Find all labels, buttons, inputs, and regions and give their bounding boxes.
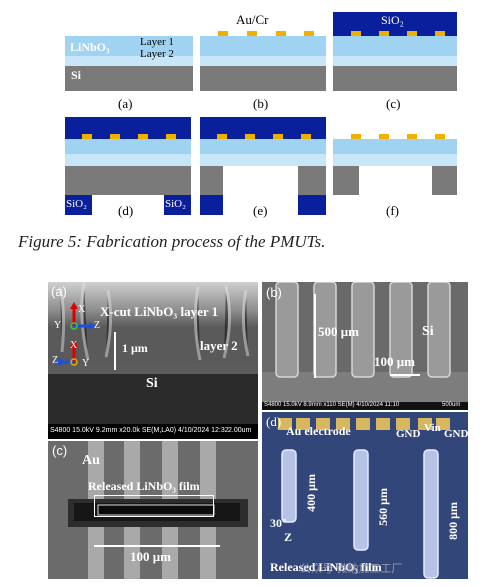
si-substrate <box>65 66 193 91</box>
step-label-d: (d) <box>118 203 134 218</box>
sem-c-film: Released LiNbO₃ film <box>88 479 200 493</box>
sem-image-b: (b) 500 μm Si 100 μm S4800 15.0kV 8.9mm … <box>262 282 468 410</box>
sem-b-panel-label: (b) <box>266 285 282 300</box>
axis2-z: Z <box>52 355 59 366</box>
layer1-band <box>65 36 193 56</box>
sem-b-dim2: 100 μm <box>374 354 415 369</box>
sem-image-d: (d) Au electrode GND Vin GND 400 μm 560 … <box>262 412 468 579</box>
sem-a-scale: 1 μm <box>122 341 148 355</box>
sem-d-texture <box>262 412 468 579</box>
process-step-b <box>200 31 326 91</box>
electrode <box>304 31 314 36</box>
step-label-b: (b) <box>253 96 269 111</box>
sem-b-dim2-arrow <box>390 374 420 376</box>
sem-b-footer-scale: 500um <box>442 402 461 408</box>
sem-image-a: (a) X-cut LiNbO₃ layer 1 layer 2 Si 1 μm… <box>48 282 258 439</box>
axis1-z: Z <box>94 320 101 331</box>
sem-d-gnd1: GND <box>396 428 421 440</box>
sem-b-texture <box>262 282 468 410</box>
sem-a-scale-bar <box>114 332 116 370</box>
step-label-f: (f) <box>386 203 399 218</box>
sem-a-footer: S4800 15.0kV 9.2mm x20.0k SE(M,LA0) 4/10… <box>50 427 229 434</box>
sem-b-dim1: 500 μm <box>318 324 359 339</box>
sio2-mask-left <box>65 195 92 215</box>
sem-d-film: Released LiNbO₃ film <box>270 560 382 574</box>
sem-d-dim1: 400 μm <box>304 474 318 512</box>
sem-a-title: X-cut LiNbO₃ layer 1 <box>100 304 219 319</box>
sio2-bottom-right-label: SiO₂ <box>165 198 186 210</box>
figure-caption: Figure 5: Fabrication process of the PMU… <box>18 232 326 251</box>
sem-a-si: Si <box>146 376 158 391</box>
sem-b-dim1-arrow <box>314 294 316 378</box>
linbo3-label: LiNbO₃ <box>70 40 110 54</box>
sem-c-texture <box>48 441 258 579</box>
sem-c-dim: 100 μm <box>130 549 171 564</box>
step-label-a: (a) <box>118 96 133 111</box>
sem-d-au: Au electrode <box>286 424 351 438</box>
sem-d-dim3: 800 μm <box>446 502 460 540</box>
axis1-x: X <box>78 304 86 315</box>
sio2-bottom-left-label: SiO₂ <box>66 198 87 210</box>
electrode <box>247 31 257 36</box>
process-step-c <box>333 12 457 91</box>
sem-c-dim-arrow <box>94 545 220 547</box>
process-step-f <box>333 134 457 195</box>
sio2-top-label: SiO₂ <box>381 13 404 27</box>
axis2-x: X <box>70 340 78 351</box>
axis-triad-icon <box>54 302 96 366</box>
process-step-a <box>65 36 193 91</box>
process-step-d <box>65 117 191 215</box>
sem-image-c: (c) Au Released LiNbO₃ film 100 μm <box>48 441 258 579</box>
process-step-e <box>200 117 326 215</box>
sem-d-panel-label: (d) <box>266 414 282 429</box>
sem-c-au: Au <box>82 453 100 468</box>
sem-d-zaxis: Z <box>284 530 293 544</box>
sem-b-footer: S4800 15.0kV 8.9mm x110 SE(M) 4/10/2024 … <box>264 402 400 408</box>
sio2-mask-right <box>164 195 191 215</box>
electrode <box>218 31 228 36</box>
sem-a-footer-scale: 2.00um <box>228 427 252 434</box>
si-label: Si <box>71 68 82 82</box>
layer2-band <box>65 56 193 66</box>
aucr-label: Au/Cr <box>236 12 269 27</box>
layer2-label: Layer 2 <box>140 48 174 60</box>
sem-d-vin: Vin <box>424 422 441 434</box>
watermark: 公众号·微纳加工工厂 <box>300 562 403 575</box>
sem-a-texture <box>48 282 258 439</box>
electrode <box>276 31 286 36</box>
axis1-y: Y <box>54 320 62 331</box>
sem-b-si: Si <box>422 324 434 339</box>
step-label-c: (c) <box>386 96 401 111</box>
axis2-y: Y <box>82 358 90 369</box>
layer1-label: Layer 1 <box>140 36 174 48</box>
sem-d-gnd2: GND <box>444 428 468 440</box>
sem-c-panel-label: (c) <box>52 443 68 458</box>
step-label-e: (e) <box>253 203 268 218</box>
sem-c-box <box>94 495 214 517</box>
sem-d-angle: 30° <box>270 516 287 530</box>
sem-d-dim2: 560 μm <box>376 488 390 526</box>
sem-a-layer2: layer 2 <box>200 338 238 353</box>
sem-a-panel-label: (a) <box>51 284 67 299</box>
